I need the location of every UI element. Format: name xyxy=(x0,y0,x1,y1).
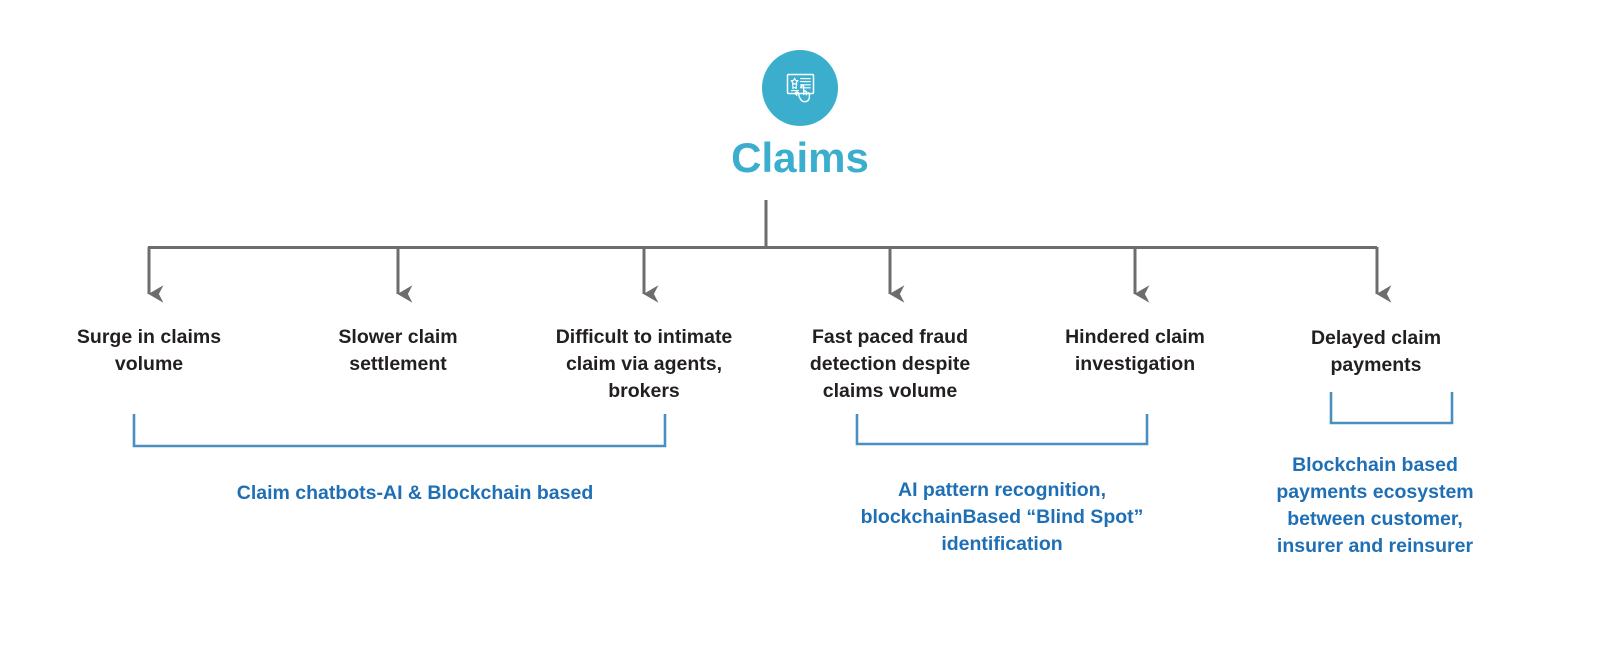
solution-label-claim-chatbots: Claim chatbots-AI & Blockchain based xyxy=(236,482,594,504)
problem-label-slower-claim-settlement: Slower claim settlement xyxy=(338,326,458,375)
page-title: Claims xyxy=(731,134,869,181)
solution-label-ai-pattern-recognition: AI pattern recognition, blockchainBased … xyxy=(860,479,1144,555)
root-node: Claims xyxy=(0,50,1600,180)
problem-label-surge-in-claims-volume: Surge in claims volume xyxy=(76,326,222,375)
bracket-solution-1 xyxy=(132,414,667,448)
solution-label-blockchain-payments-ecosystem: Blockchain based payments ecosystem betw… xyxy=(1276,454,1474,557)
problem-label-delayed-claim-payments: Delayed claim payments xyxy=(1310,327,1442,376)
problem-label-difficult-to-intimate-claim: Difficult to intimate claim via agents, … xyxy=(555,326,733,402)
problem-label-fast-paced-fraud-detection: Fast paced fraud detection despite claim… xyxy=(809,326,971,402)
problem-label-hindered-claim-investigation: Hindered claim investigation xyxy=(1065,326,1205,375)
bracket-solution-2 xyxy=(855,414,1149,446)
bracket-solution-3 xyxy=(1329,392,1454,425)
claim-document-hand-icon xyxy=(762,50,838,126)
